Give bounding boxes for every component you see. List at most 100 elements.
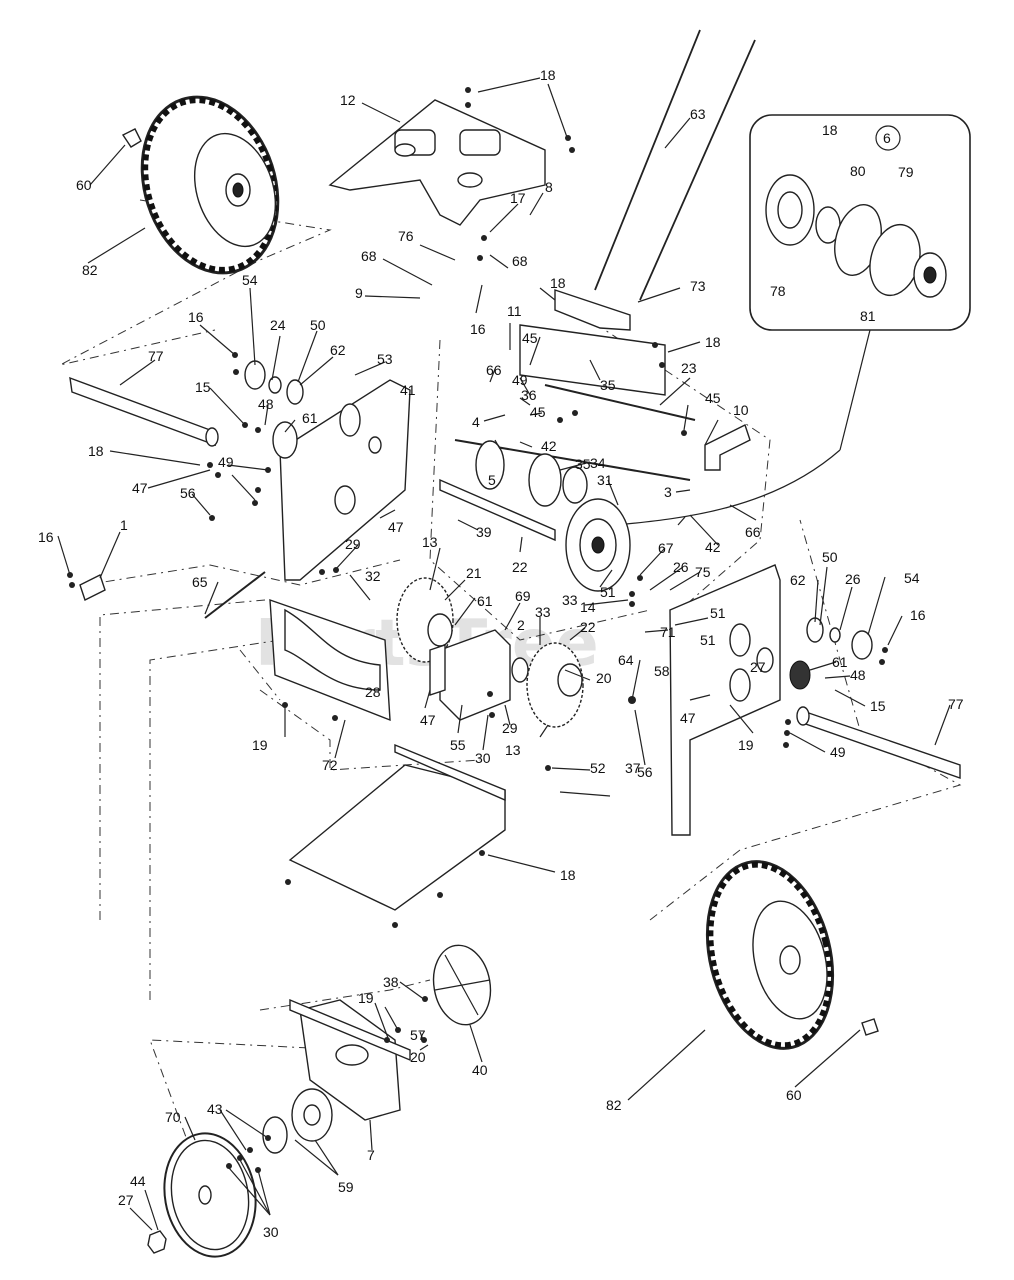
callout-label: 22: [512, 559, 528, 575]
callout-label: 39: [476, 524, 492, 540]
gearcase-part-2: [429, 629, 529, 721]
hub-assembly-right: [789, 617, 873, 690]
callout-label: 65: [192, 574, 208, 590]
callout-label: 13: [422, 534, 438, 550]
callout-label: 27: [750, 659, 766, 675]
callout-label: 3: [664, 484, 672, 500]
callout-label: 16: [38, 529, 54, 545]
gear-part-13-left: [396, 577, 454, 663]
callout-label: 36: [521, 387, 537, 403]
callout-label: 18: [550, 275, 566, 291]
callout-label: 24: [270, 317, 286, 333]
callout-label: 20: [596, 670, 612, 686]
nut-part-28: [147, 1230, 167, 1254]
callout-label: 35: [575, 456, 591, 472]
callout-label: 31: [597, 472, 613, 488]
callout-label: 55: [450, 737, 466, 753]
callout-label: 37: [625, 760, 641, 776]
wheel-cap-right: [861, 1018, 879, 1036]
impeller-part-40: [432, 944, 492, 1026]
bracket-part-1: [79, 574, 106, 601]
callout-label: 27: [118, 1192, 134, 1208]
callout-label: 26: [845, 571, 861, 587]
callout-label: 62: [790, 572, 806, 588]
callout-label: 78: [770, 283, 786, 299]
callout-label: 51: [600, 584, 616, 600]
callout-label: 68: [512, 253, 528, 269]
callout-label: 45: [530, 404, 546, 420]
callout-label: 9: [355, 285, 363, 301]
hub-part-59: [262, 1088, 333, 1154]
wheel-right: [705, 860, 835, 1050]
callout-label: 49: [218, 454, 234, 470]
callout-label: 18: [822, 122, 838, 138]
callout-label: 50: [310, 317, 326, 333]
callout-label: 61: [477, 593, 493, 609]
leader-lines: [57, 77, 951, 1231]
side-plate-left: [279, 379, 411, 581]
callout-label: 29: [502, 720, 518, 736]
callout-label: 60: [786, 1087, 802, 1103]
callout-label: 43: [207, 1101, 223, 1117]
callout-label: 17: [510, 190, 526, 206]
callout-label: 18: [560, 867, 576, 883]
callout-label: 61: [832, 654, 848, 670]
callout-label: 41: [400, 382, 416, 398]
callout-label: 42: [705, 539, 721, 555]
callout-label: 47: [132, 480, 148, 496]
callout-label: 19: [252, 737, 268, 753]
callout-label: 48: [258, 396, 274, 412]
callout-label: 38: [383, 974, 399, 990]
callout-label: 28: [365, 684, 381, 700]
shaft-assembly-center: [439, 384, 696, 592]
wheel-left: [140, 95, 280, 275]
gear-part-13-right: [526, 642, 584, 728]
callout-label: 19: [358, 990, 374, 1006]
callout-label: 47: [388, 519, 404, 535]
callout-label: 22: [580, 619, 596, 635]
bracket-part-7: [289, 998, 411, 1121]
detail-inset: 6: [749, 114, 971, 331]
callout-label: 69: [515, 588, 531, 604]
plate-part-73: [519, 289, 666, 396]
callout-label: 51: [700, 632, 716, 648]
callout-label: 47: [680, 710, 696, 726]
callout-label: 76: [398, 228, 414, 244]
callout-label: 29: [345, 536, 361, 552]
callout-label: 77: [948, 696, 964, 712]
callout-label: 58: [654, 663, 670, 679]
callout-label: 8: [545, 179, 553, 195]
callout-label: 11: [507, 303, 522, 319]
callout-label: 26: [673, 559, 689, 575]
callout-label: 40: [472, 1062, 488, 1078]
callout-label: 70: [165, 1109, 181, 1125]
callout-label: 67: [658, 540, 674, 556]
callout-label: 59: [338, 1179, 354, 1195]
callout-label: 45: [522, 330, 538, 346]
callout-label: 77: [148, 348, 164, 364]
axle-part-77-right: [796, 706, 961, 779]
callout-label: 18: [705, 334, 721, 350]
callout-label: 18: [540, 67, 556, 83]
callout-label: 56: [637, 764, 653, 780]
callout-label: 64: [618, 652, 634, 668]
hub-assembly-left: [244, 360, 304, 459]
callout-label: 66: [745, 524, 761, 540]
callout-label: 57: [410, 1027, 426, 1043]
callout-label: 73: [690, 278, 706, 294]
frame-part-12: [328, 99, 546, 226]
callout-label: 80: [850, 163, 866, 179]
callout-label: 16: [188, 309, 204, 325]
callout-label: 72: [322, 757, 338, 773]
callout-label: 63: [690, 106, 706, 122]
callout-label: 54: [904, 570, 920, 586]
callout-label: 33: [535, 604, 551, 620]
callout-label: 42: [541, 438, 557, 454]
cable-part-63: [594, 29, 756, 301]
callout-label: 66: [486, 362, 502, 378]
callout-label: 21: [466, 565, 482, 581]
callout-label: 19: [738, 737, 754, 753]
callout-label: 45: [705, 390, 721, 406]
callout-label: 53: [377, 351, 393, 367]
